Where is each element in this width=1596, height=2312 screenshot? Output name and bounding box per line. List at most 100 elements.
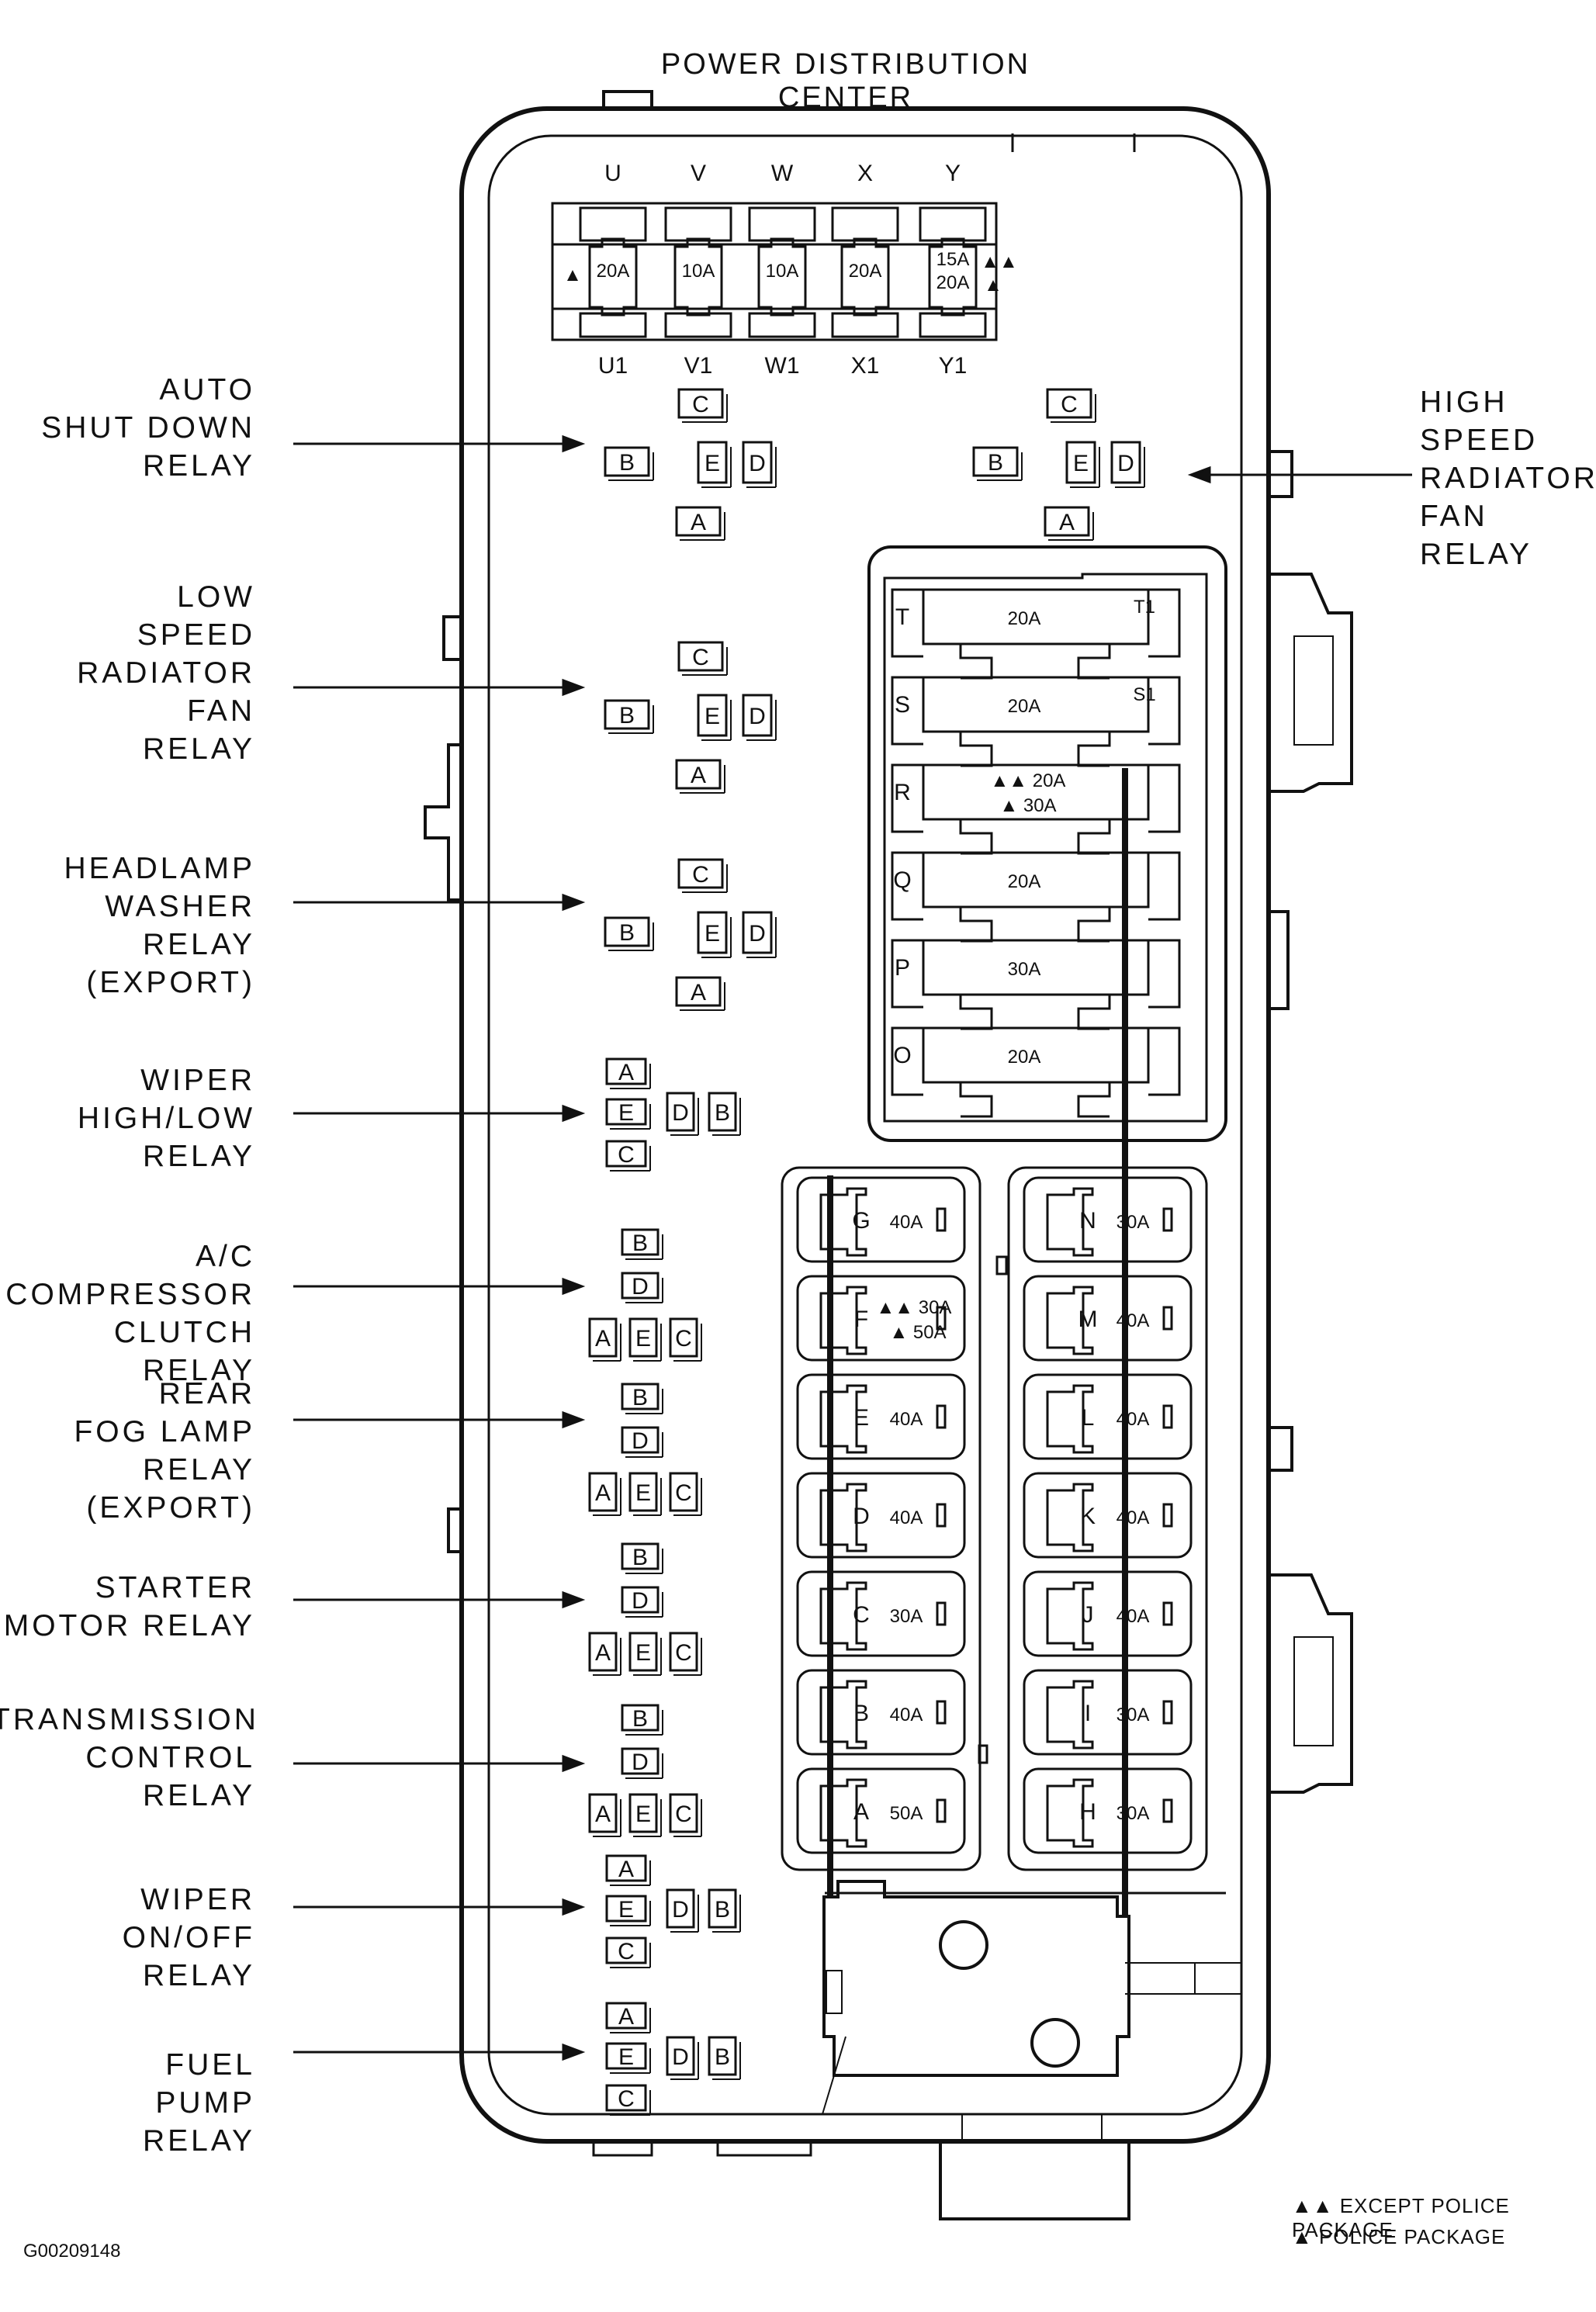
- mini-fuse-clip: [959, 907, 993, 943]
- top-fuse-rating: 10A: [766, 261, 799, 282]
- maxi-fuse: [1023, 1570, 1193, 1657]
- maxi-fuse-terminal: [1046, 1286, 1094, 1355]
- mini-fuse-socket: [1148, 851, 1181, 921]
- relay-pin-label: A: [618, 1060, 634, 1085]
- maxi-fuse-rating: 40A: [1117, 1310, 1150, 1331]
- top-fuse-rating: 10A: [682, 261, 715, 282]
- maxi-fuse-tab: [936, 1306, 947, 1331]
- mini-fuse-rating: ▲ 30A: [999, 795, 1056, 816]
- maxi-fuse: [796, 1472, 966, 1559]
- relay-pin-outline: [621, 1228, 660, 1256]
- maxi-fuse-terminal: [819, 1187, 867, 1257]
- mini-fuse-letter: T: [895, 604, 909, 630]
- maxi-fuse-letter: D: [853, 1504, 870, 1529]
- top-fuse-position-label: U: [604, 161, 621, 186]
- relay-pin-label: E: [635, 1640, 651, 1666]
- relay-pin-label: A: [595, 1480, 611, 1506]
- mini-fuse-rating: 20A: [1008, 871, 1041, 892]
- top-fuse-rating: 20A: [936, 272, 970, 293]
- maxi-fuse-letter: M: [1078, 1307, 1098, 1332]
- mini-fuse-clip: [1077, 995, 1111, 1030]
- mini-fuse-clip: [1077, 732, 1111, 767]
- maxi-fuse-letter: H: [1079, 1799, 1096, 1825]
- maxi-fuse: [1023, 1472, 1193, 1559]
- relay-pin-outline: [972, 446, 1019, 477]
- top-fuse-socket: [748, 206, 816, 242]
- mini-fuse-body: [922, 676, 1150, 733]
- diagram-title: POWER DISTRIBUTION CENTER: [660, 48, 1031, 114]
- top-fuse-socket: [919, 206, 987, 242]
- relay-pin-label: D: [672, 2044, 689, 2070]
- relay-pin-label: E: [618, 1100, 634, 1126]
- mini-fuse-clip: [1077, 1082, 1111, 1118]
- relay-pin-label: B: [715, 1100, 730, 1126]
- relay-pin-label: C: [618, 1939, 635, 1964]
- relay-pin-label: E: [618, 1897, 634, 1923]
- relay-pin-label: A: [618, 2004, 634, 2030]
- maxi-fuse-letter: C: [853, 1602, 870, 1628]
- relay-pin-label: D: [672, 1100, 689, 1126]
- relay-pin-outline: [604, 446, 650, 477]
- relay-pin-outline: [675, 759, 722, 790]
- relay-pin-outline: [697, 694, 728, 737]
- relay-pin-outline: [588, 1317, 618, 1358]
- relay-pin-outline: [708, 1888, 737, 1929]
- relay-pin-outline: [621, 1542, 660, 1570]
- relay-pin-outline: [697, 911, 728, 954]
- relay-pin-label: C: [692, 862, 709, 888]
- relay-pin-label: D: [672, 1897, 689, 1923]
- maxi-fuse-rating: 30A: [1117, 1212, 1150, 1233]
- relay-pin-label: E: [705, 451, 720, 476]
- relay-pin-outline: [742, 911, 773, 954]
- wiper-high-low-relay-label: WIPER HIGH/LOW RELAY: [77, 1064, 255, 1173]
- top-fuse-position-label: V: [691, 161, 706, 186]
- relay-pin-outline: [605, 2084, 647, 2112]
- maxi-fuse-terminal: [1046, 1483, 1094, 1552]
- mini-fuse-letter: O: [893, 1043, 911, 1068]
- mini-fuse-socket: [891, 763, 923, 833]
- relay-pin-outline: [621, 1383, 660, 1410]
- top-fuse: [673, 237, 723, 317]
- relay-pin-label: C: [675, 1640, 692, 1666]
- relay-pin-outline: [1046, 388, 1092, 419]
- high-speed-fan-relay-label: HIGH SPEED RADIATOR FAN RELAY: [1420, 386, 1596, 571]
- relay-pin-label: A: [595, 1326, 611, 1352]
- legend-police: ▲ POLICE PACKAGE: [1292, 2225, 1506, 2248]
- top-fuse-frame: [551, 202, 998, 341]
- relay-pin-outline: [677, 388, 724, 419]
- top-fuse-marker: ▲: [563, 265, 582, 286]
- maxi-fuse: [796, 1767, 966, 1854]
- relay-pin-label: B: [632, 1385, 648, 1410]
- maxi-fuse-rating: 30A: [890, 1606, 923, 1627]
- maxi-fuse-terminal: [819, 1778, 867, 1848]
- maxi-fuse-letter: J: [1082, 1602, 1094, 1628]
- relay-pin-label: A: [618, 1857, 634, 1882]
- maxi-fuse-tab: [1162, 1798, 1173, 1823]
- relay-pin-label: C: [675, 1480, 692, 1506]
- mini-fuse-socket: [891, 1026, 923, 1096]
- maxi-fuse: [796, 1570, 966, 1657]
- bus-bars: [827, 768, 1128, 1916]
- top-fuse-rating: 20A: [849, 261, 882, 282]
- relay-pin-outline: [605, 2042, 647, 2070]
- legend-except-police: ▲▲ EXCEPT POLICE PACKAGE: [1292, 2194, 1510, 2241]
- top-fuse-position-label: Y: [945, 161, 961, 186]
- mini-fuse-clip: [1077, 819, 1111, 855]
- relay-pin-outline: [604, 916, 650, 947]
- top-fuse: [588, 237, 638, 317]
- maxi-fuse-letter: A: [853, 1799, 869, 1825]
- maxi-fuse-rating: 40A: [890, 1507, 923, 1528]
- maxi-fuse-block: [781, 1166, 1208, 1871]
- relay-pin-outline: [742, 694, 773, 737]
- maxi-fuse-letter: I: [1085, 1701, 1091, 1726]
- relay-pin-outline: [605, 1140, 647, 1168]
- relay-pin-outline: [1044, 506, 1090, 537]
- relay-pin-outline: [675, 506, 722, 537]
- relay-pin-outline: [605, 2002, 647, 2030]
- relay-pin-outline: [604, 699, 650, 730]
- relay-pin-label: B: [632, 1545, 648, 1570]
- mini-fuse-rating: 20A: [1008, 1047, 1041, 1068]
